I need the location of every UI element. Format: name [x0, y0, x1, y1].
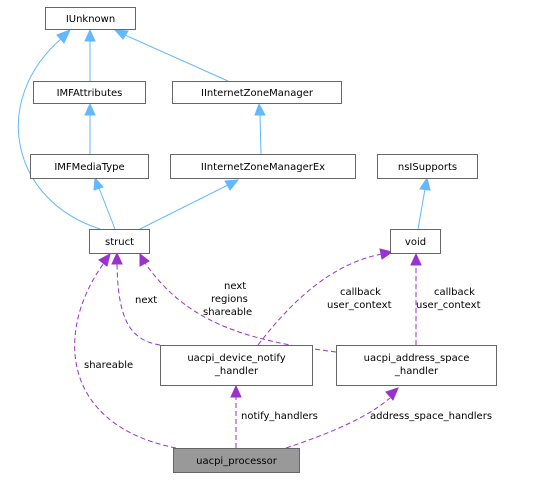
node-uacpi-device-notify-handler[interactable]: uacpi_device_notify _handler	[160, 345, 313, 386]
edge-devicenotify-struct-next	[116, 263, 161, 346]
edge-label-next: next	[224, 281, 246, 292]
node-struct[interactable]: struct	[89, 229, 150, 254]
arrowhead	[410, 252, 422, 266]
node-imfattributes[interactable]: IMFAttributes	[33, 81, 146, 104]
edge-label-callback: callback	[434, 287, 475, 298]
edge-label-notify-handlers: notify_handlers	[241, 411, 318, 422]
node-label: IMFAttributes	[57, 88, 123, 99]
edge-struct-izonemgrex	[139, 184, 229, 230]
node-label: void	[405, 237, 426, 248]
node-label-line1: uacpi_device_notify	[187, 353, 285, 364]
arrowhead	[139, 252, 150, 267]
arrowhead	[84, 102, 96, 116]
edge-izonemgrex-izonemgr	[259, 114, 262, 155]
node-uacpi-processor[interactable]: uacpi_processor	[173, 448, 300, 473]
edge-label-next: next	[135, 295, 157, 306]
node-iunknown[interactable]: IUnknown	[45, 7, 136, 30]
node-label-line2: _handler	[214, 366, 259, 377]
node-nsisupports[interactable]: nsISupports	[377, 154, 478, 179]
edge-processor-struct	[74, 262, 177, 449]
edge-devicenotify-void	[257, 253, 383, 346]
edge-label-user-context: user_context	[416, 300, 481, 311]
edge-label-address-space-handlers: address_space_handlers	[370, 411, 492, 422]
arrowhead	[84, 28, 96, 42]
member-edges	[74, 248, 422, 449]
node-void[interactable]: void	[390, 229, 441, 254]
arrowhead	[385, 387, 399, 401]
arrowhead	[111, 251, 123, 265]
arrowhead	[224, 179, 240, 191]
node-iinternetzonemanagerex[interactable]: IInternetZoneManagerEx	[170, 154, 356, 179]
edge-label-callback: callback	[340, 287, 381, 298]
edge-label-shareable: shareable	[203, 307, 252, 318]
arrowhead	[56, 29, 71, 44]
edge-labels: next next regions shareable shareable ca…	[84, 281, 492, 422]
node-label: uacpi_processor	[196, 456, 278, 467]
node-label: IUnknown	[66, 14, 115, 25]
node-uacpi-address-space-handler[interactable]: uacpi_address_space _handler	[336, 345, 497, 386]
edge-processor-addrspace	[285, 397, 391, 449]
node-label: IMFMediaType	[54, 162, 124, 173]
edge-struct-iunknown	[17, 37, 101, 230]
edge-void-nsisupports	[417, 188, 426, 230]
edge-struct-imfmediatype	[98, 187, 116, 230]
arrowhead	[230, 384, 242, 398]
edge-label-shareable: shareable	[84, 360, 133, 371]
node-imfmediatype[interactable]: IMFMediaType	[30, 154, 149, 179]
node-label: nsISupports	[398, 162, 457, 173]
edge-label-user-context: user_context	[327, 300, 392, 311]
arrowhead	[113, 29, 129, 40]
arrowhead	[254, 102, 266, 116]
edge-label-regions: regions	[211, 294, 248, 305]
node-label: struct	[105, 237, 134, 248]
arrowhead	[98, 253, 111, 267]
arrowhead	[379, 248, 394, 260]
node-label-line1: uacpi_address_space	[364, 353, 470, 364]
node-label-line2: _handler	[394, 366, 439, 377]
inheritance-edges	[17, 28, 431, 230]
edge-izonemgr-iunknown	[124, 34, 229, 82]
node-label: IInternetZoneManager	[201, 88, 314, 99]
arrowhead	[93, 176, 104, 191]
node-iinternetzonemanager[interactable]: IInternetZoneManager	[172, 81, 342, 104]
arrowhead	[419, 176, 431, 191]
node-label: IInternetZoneManagerEx	[201, 162, 325, 173]
